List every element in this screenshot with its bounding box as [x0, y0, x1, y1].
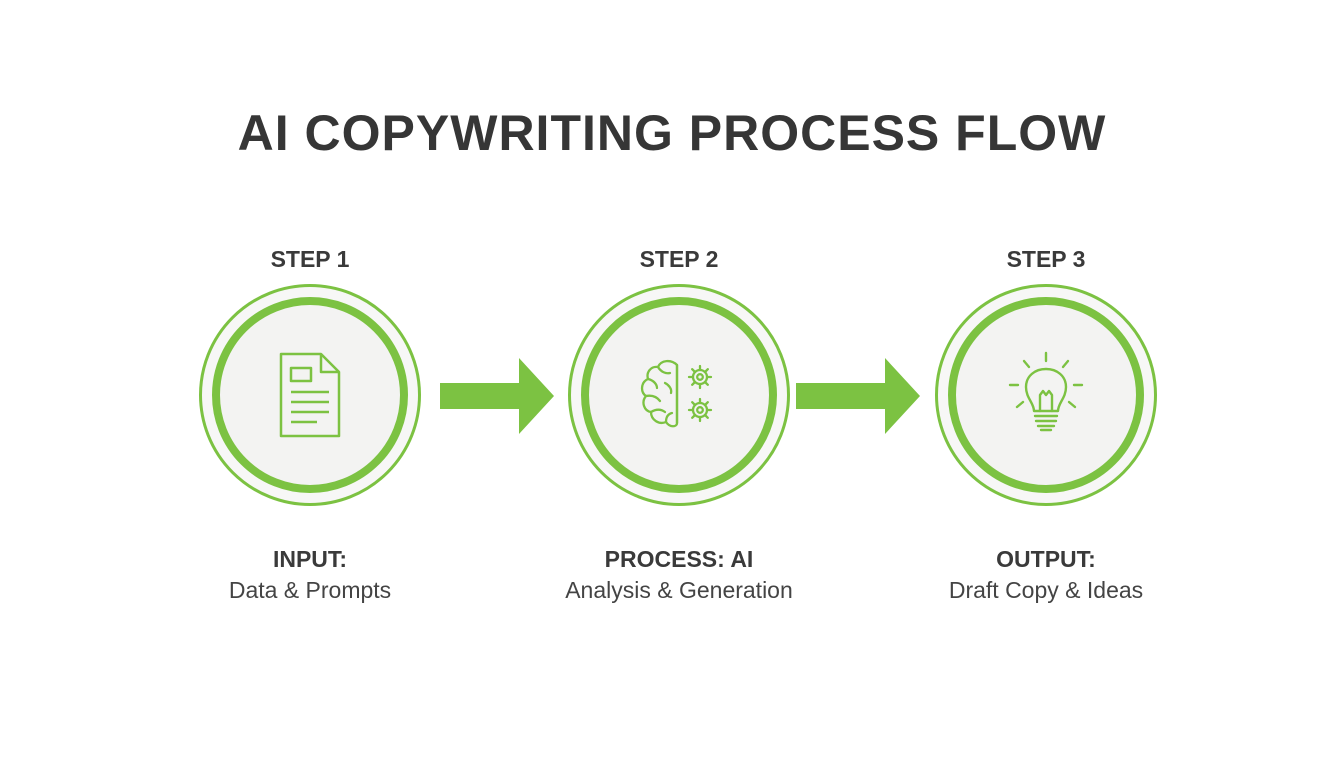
- step-description: Analysis & Generation: [565, 577, 793, 603]
- step-output: STEP 3: [886, 244, 1206, 606]
- brain-gears-icon: [640, 359, 713, 428]
- document-icon: [279, 352, 341, 438]
- arrow-right-icon: [440, 358, 554, 434]
- arrow-right-icon: [796, 358, 920, 434]
- step-input: STEP 1 INPUT: Data & Prompts: [150, 244, 470, 606]
- step-heading: OUTPUT:: [996, 546, 1096, 572]
- step-label: STEP 2: [639, 246, 719, 272]
- step-heading: PROCESS: AI: [604, 546, 754, 572]
- step-process: STEP 2: [519, 244, 839, 606]
- step-description: Draft Copy & Ideas: [948, 577, 1144, 603]
- lightbulb-icon: [1008, 351, 1084, 432]
- step-circle: [935, 284, 1157, 506]
- diagram-title: AI COPYWRITING PROCESS FLOW: [237, 105, 1107, 161]
- step-circle: [568, 284, 790, 506]
- step-heading: INPUT:: [272, 546, 348, 572]
- step-circle: [199, 284, 421, 506]
- step-description: Data & Prompts: [228, 577, 392, 603]
- step-label: STEP 1: [270, 246, 350, 272]
- step-label: STEP 3: [1006, 246, 1086, 272]
